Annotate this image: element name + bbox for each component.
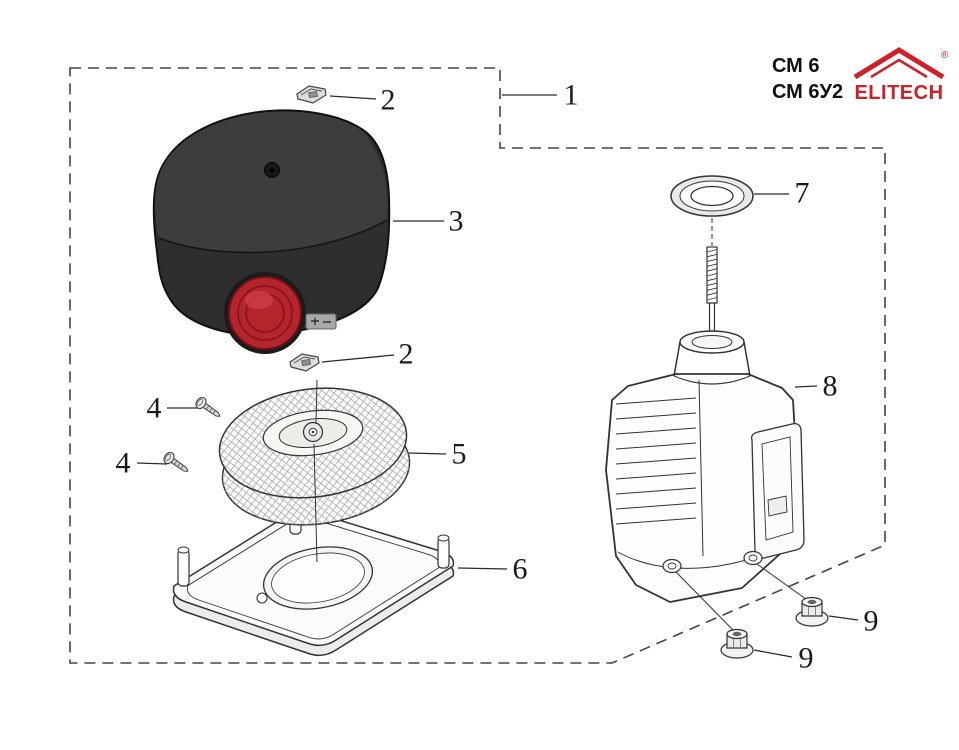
- stud-bolt: [706, 218, 718, 346]
- leader-lines: [136, 94, 859, 658]
- callout-4-upper: 4: [147, 392, 162, 425]
- callout-7: 7: [795, 177, 810, 210]
- clip-bottom: [289, 353, 320, 372]
- callout-2-top: 2: [381, 84, 396, 117]
- intake-assembly: [605, 330, 805, 603]
- brand-logo-graphic: ELITECH ®: [853, 47, 949, 104]
- logo-roof-icon: [853, 47, 945, 80]
- callout-9-lower: 9: [799, 642, 814, 675]
- model-code-line1: СМ 6: [772, 55, 820, 77]
- callout-6: 6: [513, 553, 528, 586]
- callout-1: 1: [564, 79, 579, 112]
- base-post-right: [437, 534, 450, 569]
- side-plate: [750, 422, 805, 560]
- logo-inner-roof-icon: [870, 58, 928, 79]
- base-post-left: [177, 546, 190, 587]
- gasket-washer: [670, 175, 754, 217]
- primer-bulb: [228, 276, 302, 350]
- screw-upper: [193, 394, 224, 422]
- callout-4-lower: 4: [116, 447, 131, 480]
- cover-label-chip: [305, 313, 337, 330]
- filter-element: [218, 387, 411, 526]
- axis-line-filter-to-base: [313, 443, 318, 563]
- axis-line-clip-to-filter: [315, 379, 318, 425]
- screw-lower: [161, 449, 192, 477]
- flange-nut-lower: [720, 628, 754, 659]
- base-small-hole: [256, 592, 268, 604]
- flange-nut-upper: [795, 596, 829, 627]
- callout-5: 5: [452, 438, 467, 471]
- brand-name: ELITECH: [854, 82, 943, 104]
- callout-3: 3: [449, 205, 464, 238]
- air-filter-cover: [152, 109, 391, 354]
- cooling-fins: [615, 397, 697, 525]
- model-codes: СМ 6 СМ 6У2: [772, 53, 843, 105]
- stud-to-nut-lines: [675, 563, 811, 633]
- model-code-line2: СМ 6У2: [772, 81, 844, 103]
- brand-logo: ELITECH ®: [849, 44, 951, 108]
- clip-top: [296, 85, 327, 104]
- callout-8: 8: [823, 370, 838, 403]
- filter-base: [172, 498, 455, 657]
- assembly-boundary: [69, 67, 886, 664]
- callout-2-bottom: 2: [399, 338, 414, 371]
- callout-9-upper: 9: [864, 605, 879, 638]
- registered-mark: ®: [941, 50, 949, 61]
